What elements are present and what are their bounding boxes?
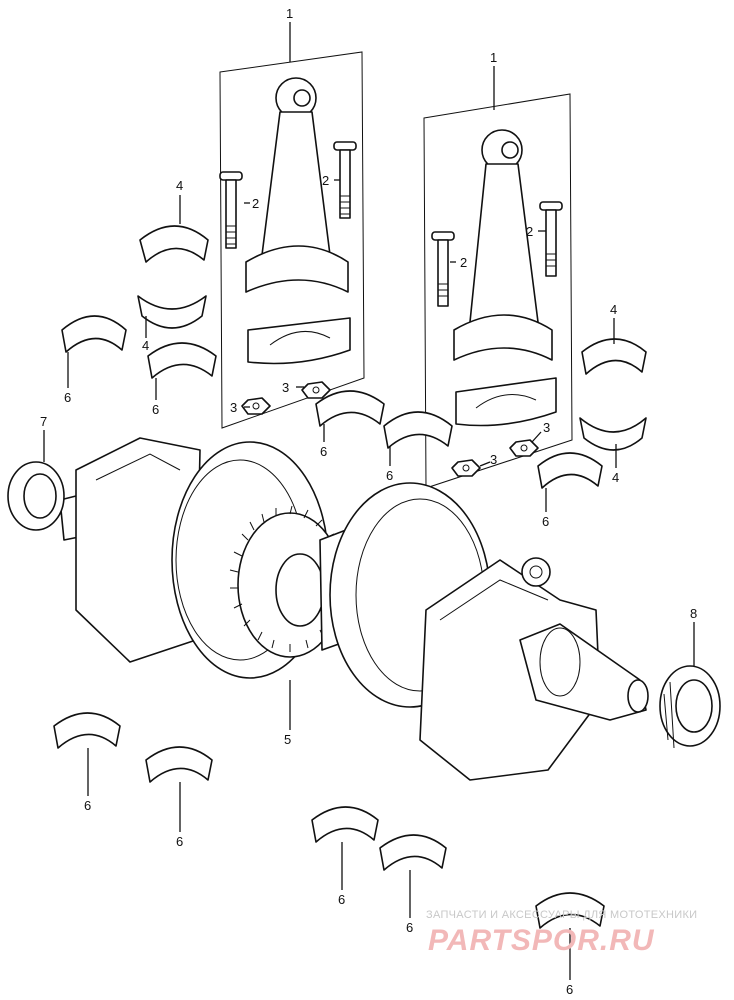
callout-6-a: 6 [64,390,71,405]
conrod-nut-right-a [451,459,481,477]
callout-6-d: 6 [386,468,393,483]
callout-6-b: 6 [152,402,159,417]
conrod-nut-left-b [301,381,331,399]
callout-labels: 1 1 2 2 2 2 3 3 3 3 4 4 4 4 5 6 6 6 6 6 … [40,6,697,997]
callout-6-e: 6 [542,514,549,529]
crankshaft [59,437,649,781]
watermark-caption: ЗАПЧАСТИ И АКСЕССУАРЫ ДЛЯ МОТОТЕХНИКИ [426,909,697,921]
callout-2-right-b: 2 [526,224,533,239]
callout-6-g: 6 [176,834,183,849]
crank-gear [229,505,347,658]
oil-seal-left [7,461,65,531]
callout-1-right: 1 [490,50,497,65]
callout-2-left-a: 2 [252,196,259,211]
callout-6-h: 6 [338,892,345,907]
conrod-bolt-right-b [539,201,563,277]
watermark: ЗАПЧАСТИ И АКСЕССУАРЫ ДЛЯ МОТОТЕХНИКИ PA… [426,909,697,957]
callout-6-f: 6 [84,798,91,813]
callout-3-left-b: 3 [282,380,289,395]
callout-3-right-b: 3 [543,420,550,435]
callout-4-b: 4 [142,338,149,353]
conrod-group-box-right [423,93,573,489]
leader-lines [43,22,695,980]
oil-seal-right [659,665,721,749]
callout-1-left: 1 [286,6,293,21]
connecting-rod-right [453,129,557,427]
callout-4-c: 4 [610,302,617,317]
callout-8: 8 [690,606,697,621]
callout-2-left-b: 2 [322,173,329,188]
callout-3-left-a: 3 [230,400,237,415]
callout-6-c: 6 [320,444,327,459]
callout-2-right-a: 2 [460,255,467,270]
callout-6-k: 6 [566,982,573,997]
conrod-nut-right-b [509,439,539,457]
conrod-bolt-right-a [431,231,455,307]
callout-4-d: 4 [612,470,619,485]
callout-3-right-a: 3 [490,452,497,467]
conrod-bolt-left-b [333,141,357,219]
connecting-rod-left [245,77,351,365]
bearing-shell [53,225,647,929]
conrod-bolt-left-a [219,171,243,249]
callout-5: 5 [284,732,291,747]
conrod-nut-left-a [241,397,271,415]
callout-4-a: 4 [176,178,183,193]
conrod-group-box-left [219,51,365,429]
watermark-brand-logo: PARTSPOR.RU [428,924,655,957]
callout-7: 7 [40,414,47,429]
callout-6-i: 6 [406,920,413,935]
